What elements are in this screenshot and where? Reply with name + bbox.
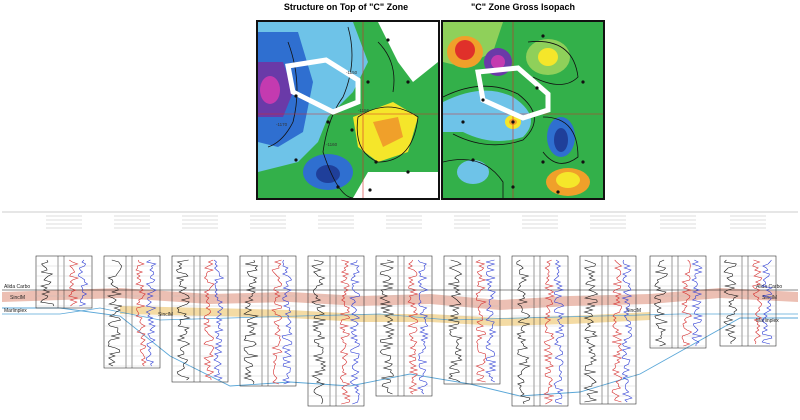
well-log — [649, 215, 707, 349]
well-log-group — [35, 215, 777, 407]
right-marker-label: Marlinplex — [756, 318, 779, 324]
structure-well-dots — [294, 38, 410, 192]
isopach-map — [441, 20, 605, 200]
structure-contour-label: -1170 — [276, 122, 288, 127]
isopach-yellow-high — [556, 172, 580, 188]
isopach-cyan-area — [443, 90, 531, 141]
structure-map-title: Structure on Top of "C" Zone — [283, 2, 409, 12]
structure-contour-label: -1156 — [358, 108, 370, 113]
isopach-map-title: "C" Zone Gross Isopach — [470, 2, 576, 12]
isopach-map-canvas — [443, 22, 603, 198]
left-marker-label: Alida Carbo — [4, 284, 30, 290]
structure-contour-label: -1160 — [326, 142, 338, 147]
cross-section-canvas: Alida Carbo SinclM Marlinplex Alida Carb… — [2, 211, 798, 407]
alida-band — [2, 288, 798, 310]
right-marker-label: Alida Carbo — [756, 284, 782, 290]
structure-map: -1150 -1170 -1160 -1156 — [256, 20, 440, 200]
well-log — [375, 215, 433, 397]
isopach-magenta-high — [491, 55, 505, 69]
well-log — [443, 215, 501, 385]
well-log — [103, 215, 161, 369]
left-marker-label: SinclM — [10, 295, 25, 301]
well-log — [307, 215, 365, 407]
well-log — [239, 215, 297, 387]
well-log — [171, 215, 229, 383]
left-marker-label: Marlinplex — [4, 308, 27, 314]
well-log — [579, 215, 637, 405]
structure-low-center — [260, 76, 280, 104]
right-marker-label: SinclM — [762, 295, 777, 301]
well-log — [719, 215, 777, 347]
well-log-cross-section: Alida Carbo SinclM Marlinplex Alida Carb… — [0, 196, 800, 420]
isopach-red-high — [455, 40, 475, 60]
mid-marker-label: SinclM — [158, 312, 173, 318]
structure-area-outline — [285, 57, 361, 115]
well-log — [511, 215, 569, 407]
mid-marker-label: SinclM — [626, 308, 641, 314]
structure-orange-area — [373, 117, 403, 147]
isopach-blue-low — [554, 128, 568, 152]
datum-line — [2, 307, 798, 397]
isopach-well-dots — [461, 34, 585, 194]
structure-contour-label: -1150 — [346, 70, 358, 75]
structure-map-canvas: -1150 -1170 -1160 -1156 — [258, 22, 438, 198]
well-log — [35, 215, 93, 309]
